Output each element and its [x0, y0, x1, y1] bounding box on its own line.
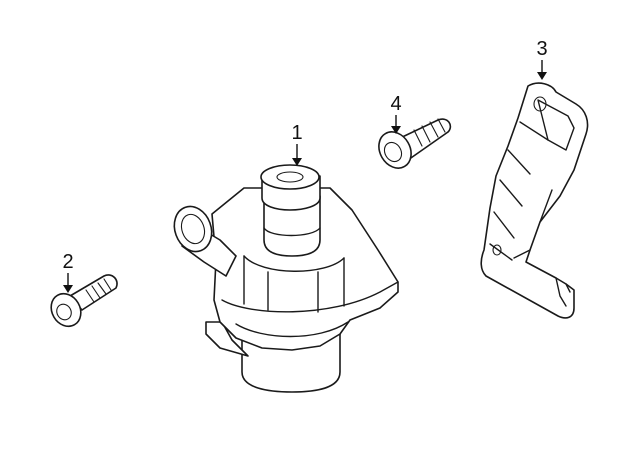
part-1-water-pump — [173, 164, 399, 393]
callout-1: 1 — [291, 122, 303, 166]
callout-2-number: 2 — [62, 251, 73, 273]
part-3-bracket — [480, 82, 589, 319]
callout-4: 4 — [390, 93, 402, 134]
part-2-bolt — [50, 274, 118, 328]
callout-4-arrowhead — [391, 126, 401, 134]
callout-3-arrowhead — [537, 72, 547, 80]
callout-1-arrowhead — [292, 158, 302, 166]
callout-3-number: 3 — [536, 38, 547, 60]
callout-2-arrowhead — [63, 285, 73, 293]
part-4-bolt — [378, 118, 452, 169]
callout-2: 2 — [62, 251, 74, 293]
callout-4-number: 4 — [390, 93, 401, 115]
callout-3: 3 — [536, 38, 548, 80]
callout-1-number: 1 — [291, 122, 302, 144]
